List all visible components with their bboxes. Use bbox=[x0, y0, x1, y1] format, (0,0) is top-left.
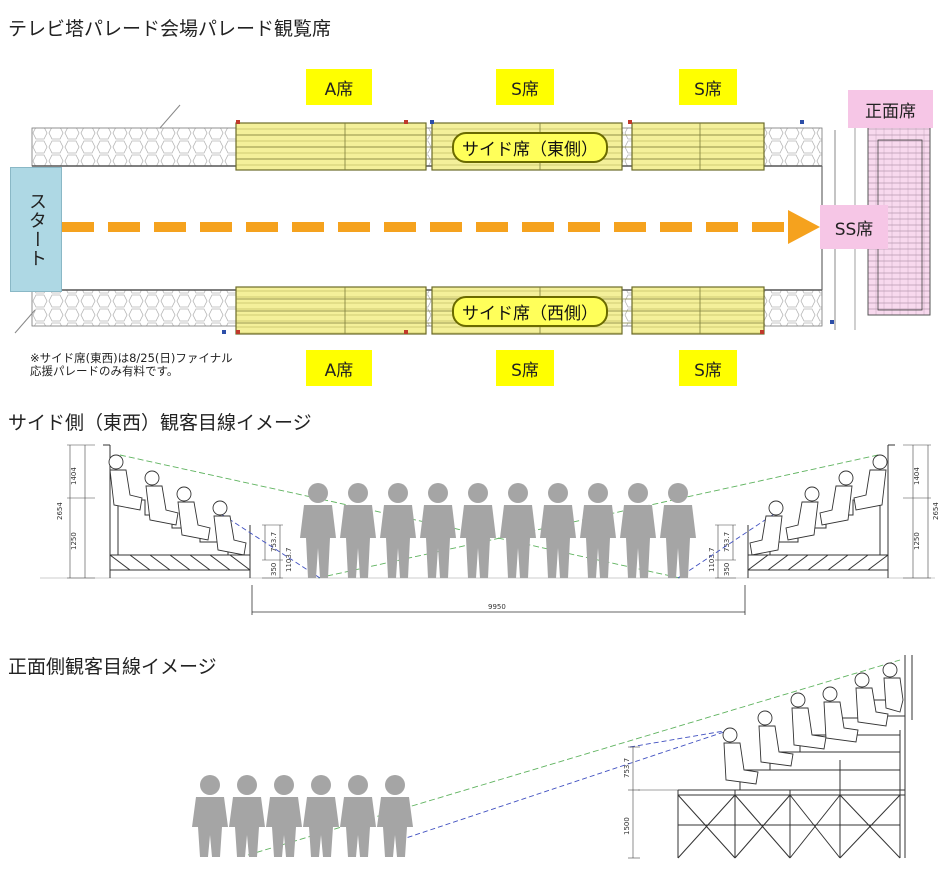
dim-753-left: 753.7 bbox=[270, 532, 278, 552]
front-view-title: 正面側観客目線イメージ bbox=[8, 656, 217, 678]
paid-note-line-2: 応援パレードのみ有料です。 bbox=[30, 364, 179, 378]
dim-753-right: 753.7 bbox=[723, 532, 731, 552]
stand-s2-north bbox=[631, 122, 765, 171]
seated-spectators-right bbox=[749, 454, 888, 556]
stand-s2-south bbox=[631, 286, 765, 335]
parade-figures-side bbox=[300, 483, 696, 578]
dim-753-front: 753.7 bbox=[623, 758, 631, 778]
stand-a-south bbox=[235, 286, 427, 335]
label-side-west: サイド席（西側） bbox=[452, 296, 608, 327]
label-a-seat-bottom: A席 bbox=[306, 350, 372, 386]
label-ss-seat: SS席 bbox=[820, 205, 888, 249]
label-s-seat-top-1: S席 bbox=[496, 69, 554, 105]
dim-1500-front: 1500 bbox=[623, 817, 631, 835]
parade-figures-front bbox=[192, 775, 413, 857]
dim-1250-right: 1250 bbox=[913, 532, 921, 550]
stand-a-north bbox=[235, 122, 427, 171]
side-view-title: サイド側（東西）観客目線イメージ bbox=[8, 412, 312, 434]
dim-1404-right: 1404 bbox=[913, 467, 921, 485]
seated-spectators-left bbox=[108, 454, 247, 556]
dim-350-left: 350 bbox=[270, 563, 278, 576]
dim-9950: 9950 bbox=[488, 603, 506, 611]
dim-1103-left: 1103.7 bbox=[285, 548, 293, 573]
label-a-seat-top: A席 bbox=[306, 69, 372, 105]
label-side-east: サイド席（東側） bbox=[452, 132, 608, 163]
label-s-seat-bottom-2: S席 bbox=[679, 350, 737, 386]
dim-1103-right: 1103.7 bbox=[708, 548, 716, 573]
dim-2654-left: 2654 bbox=[56, 502, 64, 520]
right-side-stand bbox=[747, 444, 895, 578]
paid-note: ※サイド席(東西)は8/25(日)ファイナル 応援パレードのみ有料です。 bbox=[30, 352, 233, 378]
label-front-seat: 正面席 bbox=[848, 90, 933, 128]
start-label: スタート bbox=[26, 191, 47, 268]
label-s-seat-top-2: S席 bbox=[679, 69, 737, 105]
left-side-stand bbox=[103, 444, 251, 578]
dim-1250-left: 1250 bbox=[70, 532, 78, 550]
page-title: テレビ塔パレード会場パレード観覧席 bbox=[8, 18, 332, 40]
dim-1404-left: 1404 bbox=[70, 467, 78, 485]
start-box: スタート bbox=[10, 167, 62, 292]
front-stand-scaffold bbox=[677, 655, 913, 859]
paid-note-line-1: ※サイド席(東西)は8/25(日)ファイナル bbox=[30, 351, 233, 365]
label-s-seat-bottom-1: S席 bbox=[496, 350, 554, 386]
dim-350-right: 350 bbox=[723, 563, 731, 576]
dim-2654-right: 2654 bbox=[932, 502, 940, 520]
seated-spectators-front bbox=[722, 662, 904, 785]
